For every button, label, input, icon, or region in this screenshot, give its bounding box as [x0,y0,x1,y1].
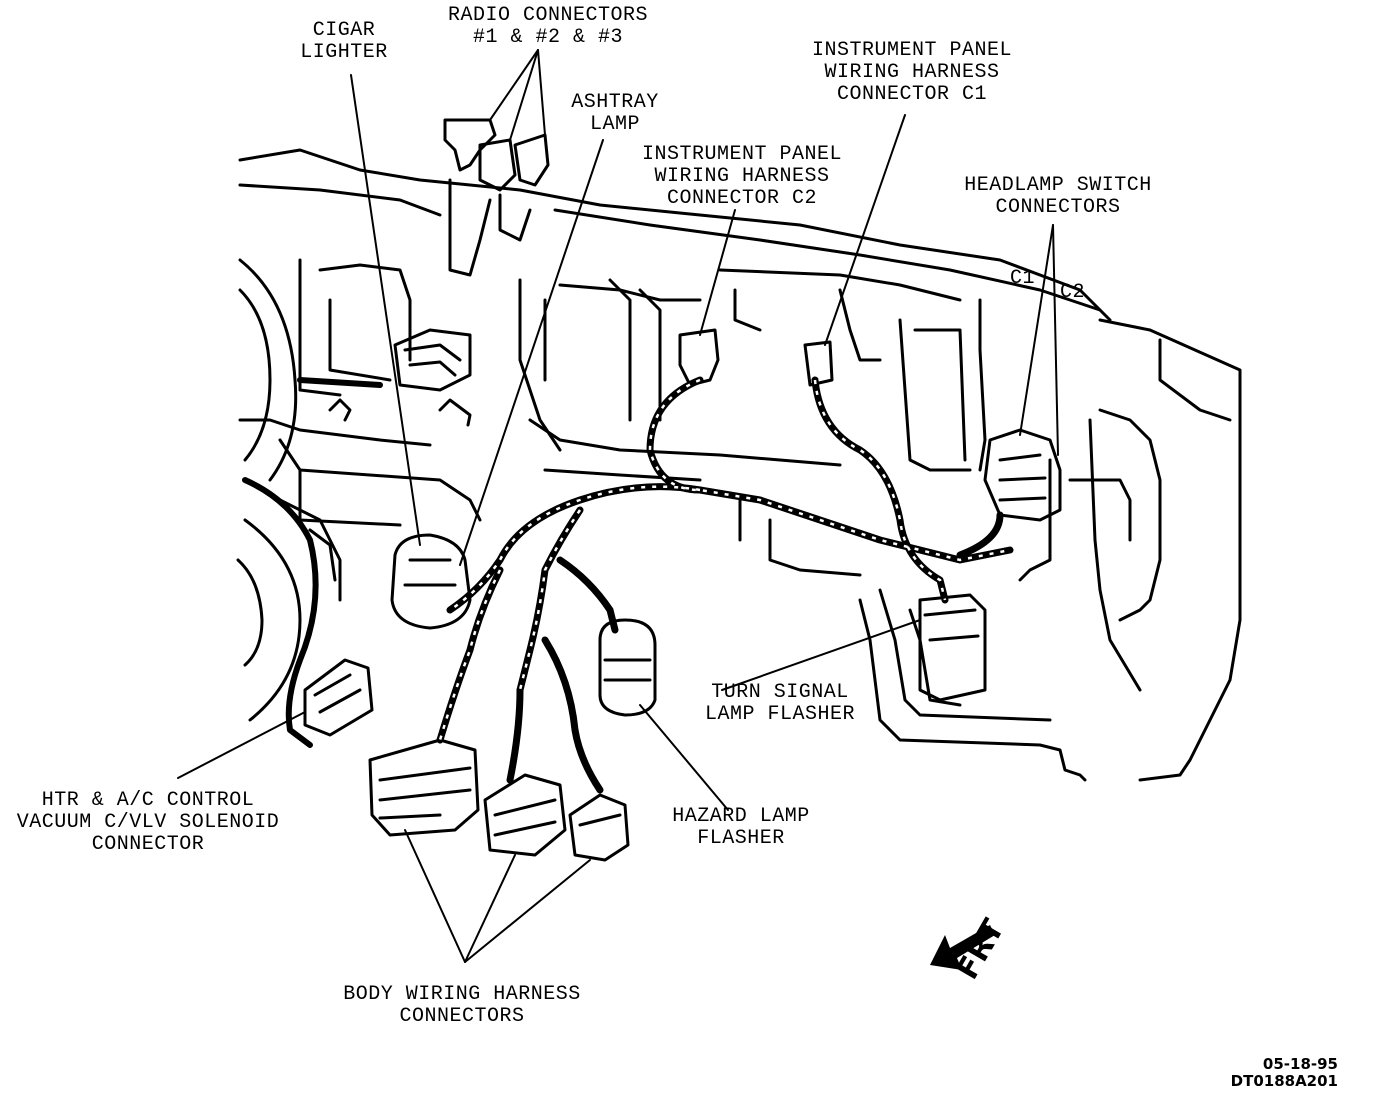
label-headlamp-switch: HEADLAMP SWITCH CONNECTORS [964,174,1152,219]
leader-hazard-lamp [639,704,729,811]
leader-ip-c1 [824,114,906,346]
leader-cigar-lighter [350,74,421,546]
leader-htr-ac [177,711,306,779]
label-body-harness: BODY WIRING HARNESS CONNECTORS [343,983,581,1028]
label-hazard-lamp: HAZARD LAMP FLASHER [672,805,810,850]
leader-headlamp-c1 [1019,224,1054,436]
leader-lines [177,49,1059,963]
ip-connector-c1 [803,340,834,387]
htr-ac-solenoid-connector [303,658,374,737]
dashboard-structure [236,148,1242,782]
leader-body-3 [464,859,591,963]
body-harness-connectors [368,738,630,862]
label-htr-ac: HTR & A/C CONTROL VACUUM C/VLV SOLENOID … [16,789,280,856]
label-ip-harness-c2: INSTRUMENT PANEL WIRING HARNESS CONNECTO… [641,143,843,210]
wiring-harness-main [436,376,1014,794]
leader-body-1 [404,829,466,963]
label-radio-connectors: RADIO CONNECTORS #1 & #2 & #3 [447,4,649,49]
label-c2: C2 [1060,281,1086,304]
ip-connector-c2 [678,328,720,387]
leader-ashtray-lamp [459,139,604,566]
cigar-lighter-connector [390,533,472,630]
wiring-harness-left [242,377,383,748]
leader-ip-c2 [699,209,736,336]
leader-turn-signal [721,619,921,691]
frt-arrow-icon [930,925,995,970]
label-turn-signal: TURN SIGNAL LAMP FLASHER [704,681,856,726]
leader-radio-3 [537,49,546,136]
leader-headlamp-c2 [1052,224,1059,456]
label-ashtray-lamp: ASHTRAY LAMP [571,91,659,136]
headlamp-switch-connectors [983,428,1062,522]
label-c1: C1 [1010,267,1036,290]
leader-body-2 [464,854,516,963]
turn-signal-flasher [918,593,987,702]
label-ip-harness-c1: INSTRUMENT PANEL WIRING HARNESS CONNECTO… [811,39,1013,106]
label-cigar-lighter: CIGAR LIGHTER [300,19,388,64]
hazard-flasher [598,618,657,717]
ashtray-lamp-socket [393,328,472,392]
date-code: 05-18-95 [1262,1055,1338,1073]
leader-radio-2 [509,49,539,141]
drawing-id: DT0188A201 [1230,1072,1338,1090]
leader-radio-1 [489,49,539,121]
wiring-harness-tape [438,378,1011,741]
radio-connectors [443,118,550,277]
